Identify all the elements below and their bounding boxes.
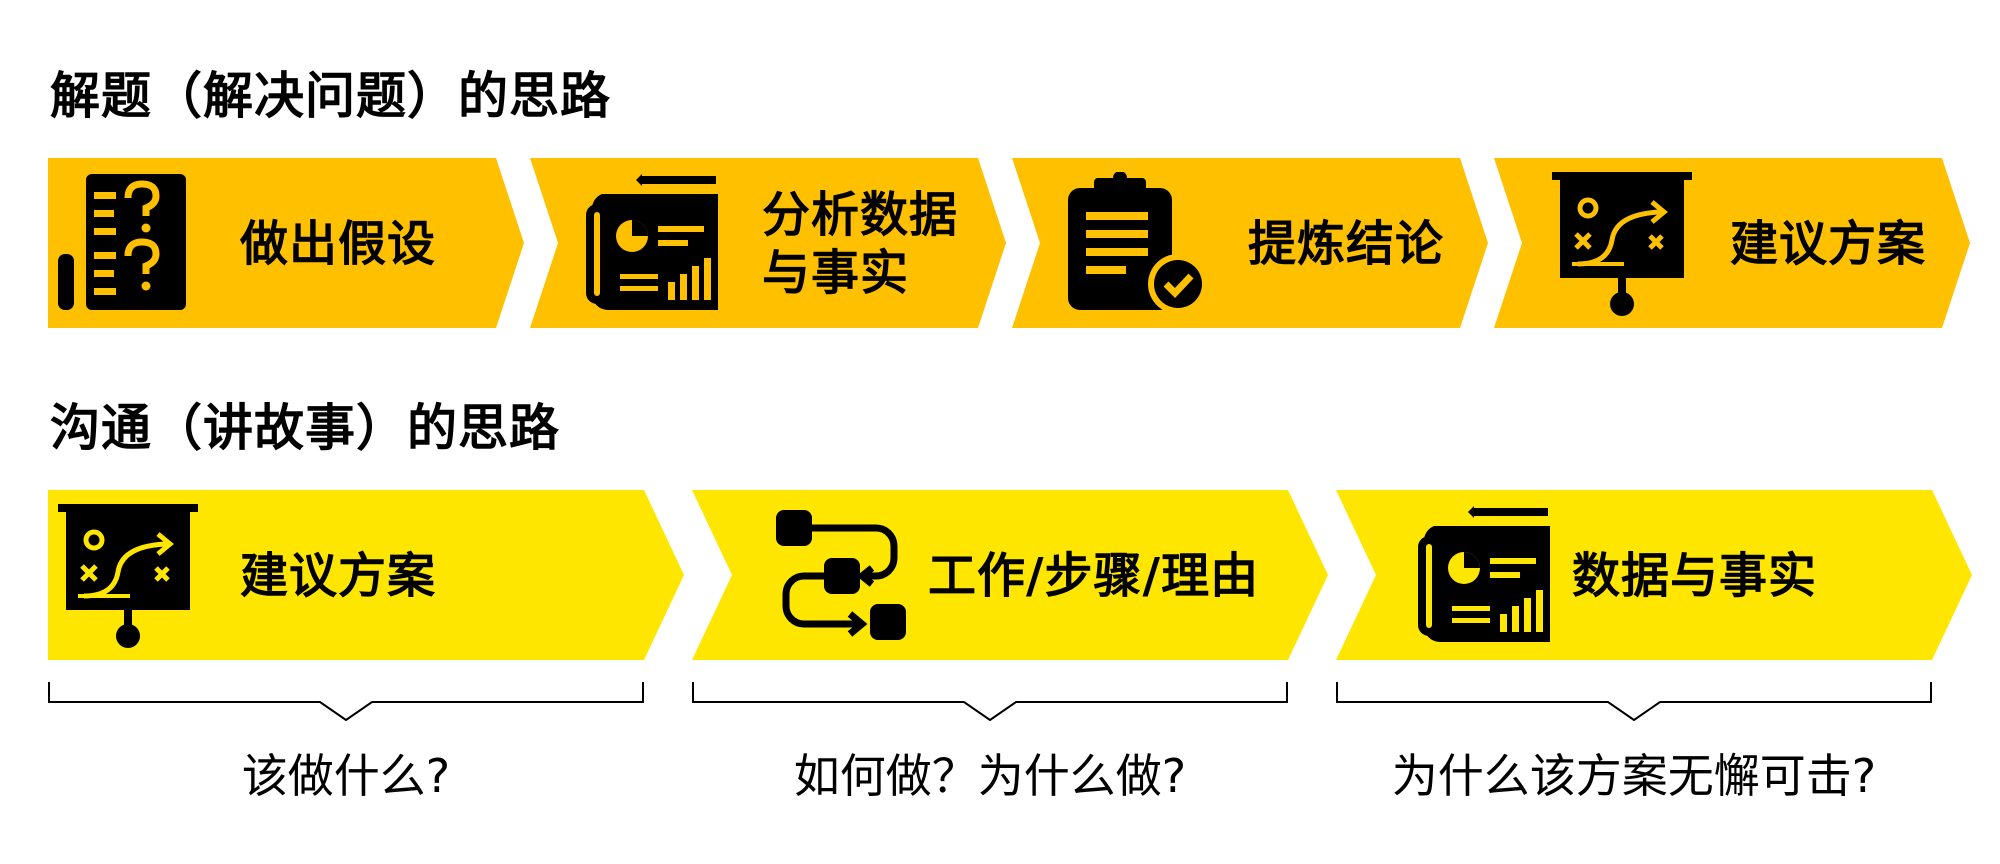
- step-label: 工作/步骤/理由: [928, 548, 1260, 604]
- step-label: 数据与事实: [1572, 548, 1818, 604]
- step-label: 建议方案: [1730, 216, 1927, 272]
- question-how-and-why: 如何做？为什么做?: [793, 749, 1187, 803]
- bracket-1: [48, 682, 644, 722]
- step-label: 分析数据 与事实: [762, 187, 959, 301]
- document-question-icon: [58, 172, 198, 312]
- strategy-board-icon: [1552, 172, 1692, 318]
- clipboard-check-icon: [1068, 172, 1208, 312]
- step-recommend-plan: 建议方案: [1494, 158, 1970, 328]
- question-why-flawless: 为什么该方案无懈可击?: [1391, 749, 1877, 803]
- story-step-work-steps-reasons: 工作/步骤/理由: [692, 490, 1328, 660]
- section-title-storytelling: 沟通（讲故事）的思路: [50, 399, 560, 457]
- step-label: 建议方案: [240, 548, 437, 604]
- bracket-2: [692, 682, 1288, 722]
- section-title-problem-solving: 解题（解决问题）的思路: [50, 67, 611, 125]
- question-what-to-do: 该做什么?: [241, 749, 451, 803]
- step-label: 提炼结论: [1248, 216, 1445, 272]
- story-step-recommend-plan: 建议方案: [48, 490, 684, 660]
- workflow-icon: [776, 510, 908, 642]
- report-chart-icon: [1418, 506, 1558, 646]
- story-step-data-facts: 数据与事实: [1336, 490, 1972, 660]
- step-analyze-data: 分析数据 与事实: [530, 158, 1006, 328]
- step-make-hypothesis: 做出假设: [48, 158, 524, 328]
- step-label: 做出假设: [240, 216, 437, 272]
- chevron-shape: [48, 490, 684, 660]
- step-draw-conclusion: 提炼结论: [1012, 158, 1488, 328]
- bracket-3: [1336, 682, 1932, 722]
- report-chart-icon: [586, 174, 726, 314]
- strategy-board-icon: [58, 504, 198, 650]
